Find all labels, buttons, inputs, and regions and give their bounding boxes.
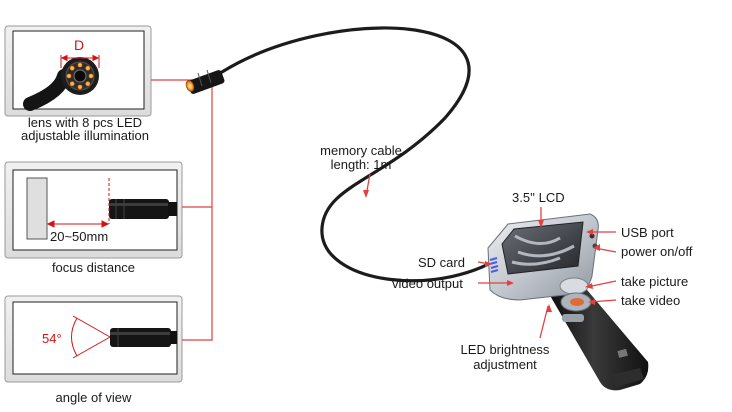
view-angle-lines [71,315,111,359]
focus-panel [4,161,183,259]
focus-range-arrow [46,178,110,228]
led-label-line2: adjustment [473,357,537,372]
sd-card-slot [489,257,499,273]
probe-icon [109,199,177,219]
angle-caption: angle of view [55,390,132,405]
lens-caption-line1: lens with 8 pcs LED [27,115,143,130]
probe-icon [110,328,177,347]
lens-caption-line2: adjustable illumination [21,128,149,143]
video-output-label: video output [392,276,463,291]
focus-caption: focus distance [51,260,136,275]
panel-leader-lines [151,79,213,341]
usb-port-label: USB port [621,225,674,240]
target-surface [26,177,48,240]
cable-label-line2: length: 1m [330,157,392,172]
sd-card-label: SD card [418,255,465,270]
angle-panel [4,295,183,383]
callout-arrowheads [363,190,600,312]
diameter-dimension [60,54,100,68]
cable-label-line1: memory cable [320,143,402,158]
power-label: power on/off [621,244,693,259]
handheld-monitor [487,213,649,391]
lcd-screen [501,221,584,275]
take-picture-label: take picture [621,274,689,289]
led-label-line1: LED brightness [460,342,550,357]
lcd-label: 3.5'' LCD [512,190,565,205]
angle-label: 54° [42,331,62,346]
memory-cable [220,26,510,283]
lens-head-icon [23,57,99,111]
focus-range-label: 20~50mm [50,229,109,244]
probe-tip-icon [185,69,225,94]
take-video-label: take video [621,293,681,308]
control-buttons [559,277,592,322]
diameter-label: D [74,37,85,53]
lens-panel [4,25,152,117]
